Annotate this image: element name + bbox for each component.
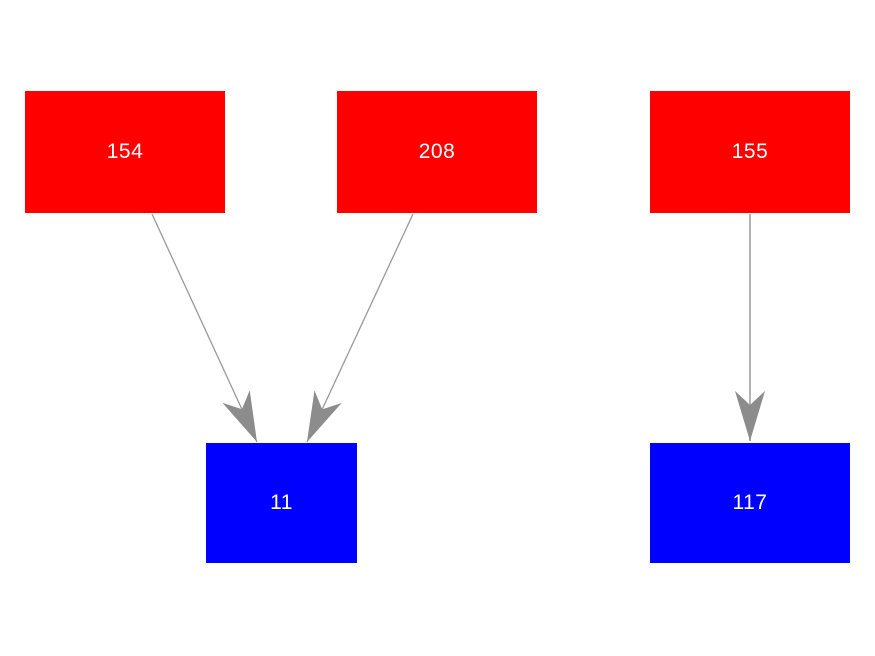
node-11-label: 11 xyxy=(270,491,293,514)
node-155-label: 155 xyxy=(731,140,769,163)
node-208[interactable]: 208 xyxy=(337,91,537,213)
node-117-label: 117 xyxy=(732,491,768,514)
node-117[interactable]: 117 xyxy=(650,443,850,563)
node-11[interactable]: 11 xyxy=(206,443,357,563)
node-154[interactable]: 154 xyxy=(25,91,225,213)
node-154-label: 154 xyxy=(106,140,144,163)
node-155[interactable]: 155 xyxy=(650,91,850,213)
edge-154-to-11 xyxy=(151,213,258,443)
edge-208-to-11 xyxy=(306,213,414,443)
node-208-label: 208 xyxy=(418,140,456,163)
